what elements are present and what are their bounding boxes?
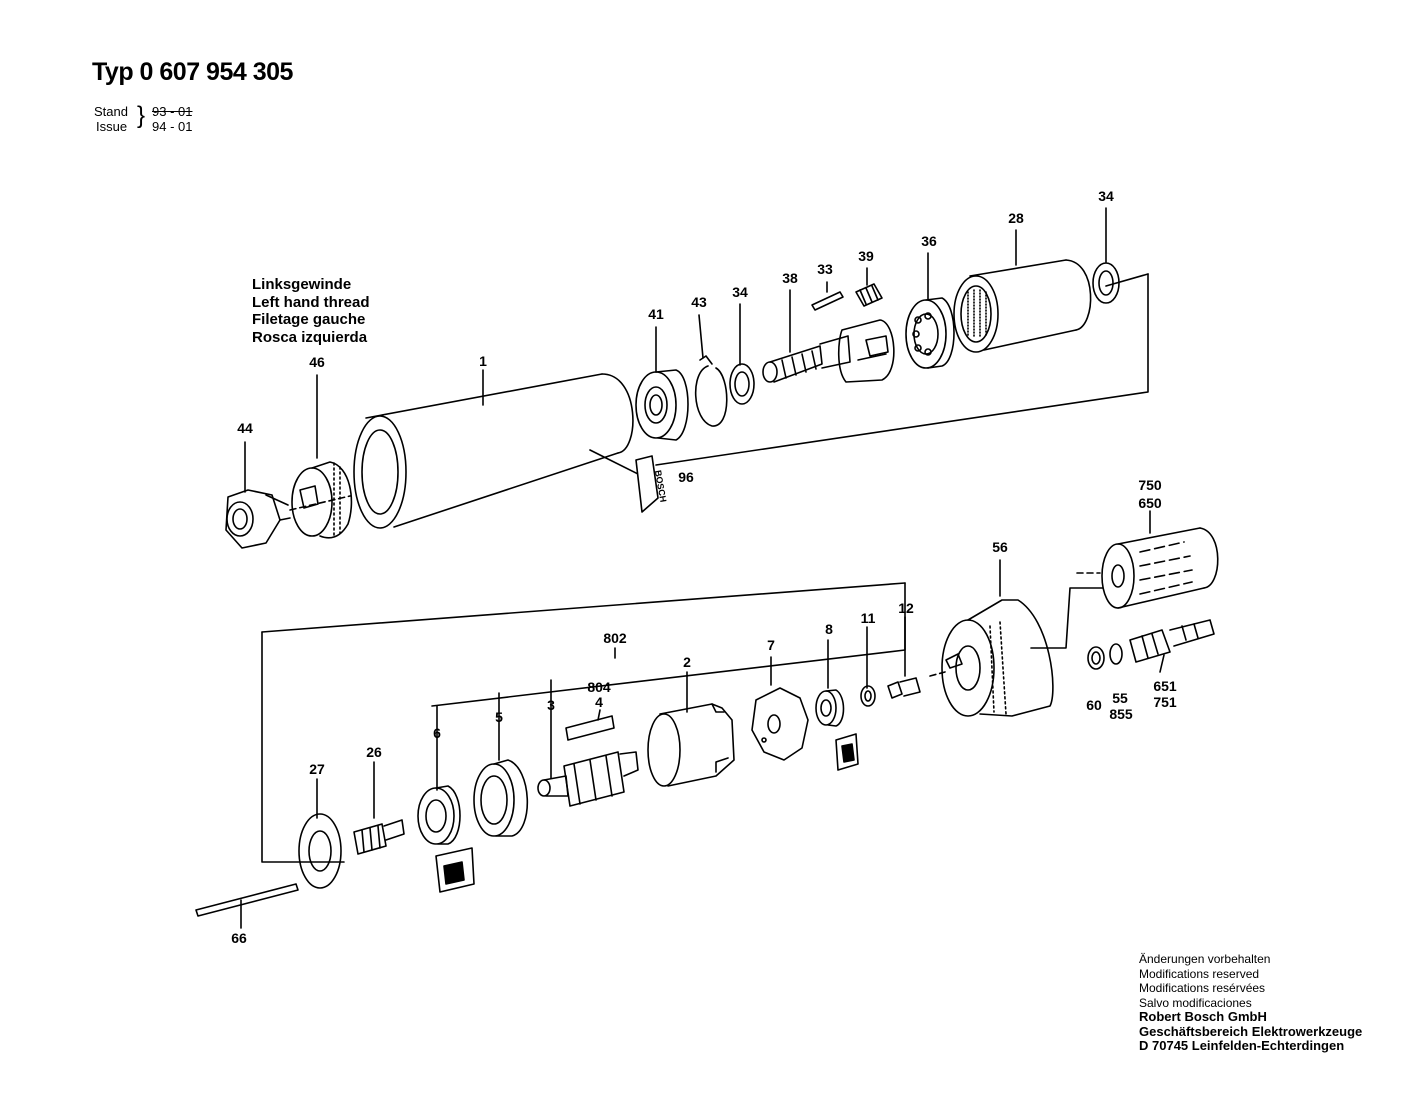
part-60-seal	[1087, 646, 1105, 670]
part-8-bearing	[815, 689, 859, 771]
footer-notice: Änderungen vorbehalten Modifications res…	[1139, 952, 1362, 1054]
part-2-cylinder	[647, 703, 735, 787]
stand-value: 93 - 01	[152, 104, 193, 119]
label-4: 4	[595, 694, 603, 710]
part-33-pin	[811, 291, 844, 311]
part-651-nipple	[1129, 619, 1215, 663]
part-39-gear	[855, 283, 883, 307]
label-5: 5	[495, 709, 503, 725]
label-60: 60	[1086, 697, 1102, 713]
part-1-housing	[353, 373, 634, 529]
part-28-sleeve	[953, 259, 1092, 353]
assembly-frame-upper	[655, 273, 1149, 466]
part-11-washer	[860, 685, 876, 707]
footer-line-fr: Modifications resérvées	[1139, 981, 1266, 995]
label-28: 28	[1008, 210, 1024, 226]
issue-value: 94 - 01	[152, 119, 193, 134]
label-46: 46	[309, 354, 325, 370]
part-labels: 1 46 44 41 43 34 38 33 39 36 28 34 96 75…	[231, 188, 1177, 946]
part-12-bolt	[887, 677, 921, 699]
axis-line-a	[289, 495, 351, 511]
label-66: 66	[231, 930, 247, 946]
footer-address: D 70745 Leinfelden-Echterdingen	[1139, 1038, 1345, 1053]
footer-line-de: Änderungen vorbehalten	[1139, 952, 1271, 966]
label-855: 855	[1109, 706, 1133, 722]
label-36: 36	[921, 233, 937, 249]
part-4-vane	[565, 715, 615, 741]
page-title: Typ 0 607 954 305	[92, 58, 293, 86]
leader-43	[698, 314, 704, 359]
leader-4	[597, 709, 601, 721]
part-34b-washer	[1092, 262, 1120, 304]
label-56: 56	[992, 539, 1008, 555]
label-1: 1	[479, 353, 487, 369]
label-44: 44	[237, 420, 253, 436]
footer-company: Robert Bosch GmbH	[1139, 1009, 1267, 1024]
label-11: 11	[861, 610, 876, 626]
filter-bracket	[1030, 587, 1104, 649]
label-39: 39	[858, 248, 874, 264]
label-26: 26	[366, 744, 382, 760]
label-43: 43	[691, 294, 707, 310]
part-66-rod	[195, 883, 299, 917]
part-96-label	[635, 455, 659, 513]
part-26-pinion	[353, 819, 405, 855]
assembly-boundary-top-edge	[261, 582, 906, 633]
label-34a: 34	[732, 284, 748, 300]
part-6-bearing	[417, 785, 475, 893]
label-804: 804	[587, 679, 611, 695]
label-12: 12	[898, 600, 914, 616]
label-6: 6	[433, 725, 441, 741]
part-36-bearing	[905, 297, 955, 369]
label-750: 750	[1138, 477, 1162, 493]
part-38-spindle	[762, 319, 895, 383]
thread-note-de: Linksgewinde	[252, 276, 352, 293]
label-55: 55	[1112, 690, 1128, 706]
footer-line-es: Salvo modificaciones	[1139, 995, 1252, 1010]
label-2: 2	[683, 654, 691, 670]
label-751: 751	[1153, 694, 1177, 710]
part-5-ring	[473, 759, 529, 837]
part-41-bearing	[635, 369, 689, 441]
label-38: 38	[782, 270, 798, 286]
thread-note-en: Left hand thread	[252, 293, 370, 311]
part-34a-washer	[729, 363, 755, 405]
footer-line-en: Modifications reserved	[1139, 966, 1260, 981]
part-7-endplate	[751, 687, 809, 761]
stand-label: Stand	[94, 104, 128, 119]
part-750-silencer	[1101, 527, 1219, 609]
label-651: 651	[1153, 678, 1177, 694]
footer-division: Geschäftsbereich Elektrowerkzeuge	[1139, 1023, 1363, 1039]
label-27: 27	[309, 761, 325, 777]
issue-label: Issue	[96, 119, 128, 134]
part-56-endcap	[941, 599, 1054, 717]
part-43-circlip	[694, 355, 728, 427]
label-96: 96	[678, 469, 694, 485]
label-650: 650	[1138, 495, 1162, 511]
part-46-ring	[291, 461, 353, 539]
leader-651-751	[1159, 654, 1165, 673]
part-27-washer	[298, 813, 342, 889]
label-3: 3	[547, 697, 555, 713]
label-34b: 34	[1098, 188, 1114, 204]
thread-note-es: Rosca izquierda	[252, 328, 368, 346]
part-44-nut	[225, 489, 291, 549]
thread-note: Linksgewinde Left hand thread Filetage g…	[252, 276, 370, 346]
label-8: 8	[825, 621, 833, 637]
header-brace: }	[137, 102, 146, 129]
label-41: 41	[648, 306, 664, 322]
label-33: 33	[817, 261, 833, 277]
label-802: 802	[603, 630, 627, 646]
thread-note-fr: Filetage gauche	[252, 311, 366, 328]
assembly-boundary-top	[261, 631, 345, 863]
part-3-rotor	[537, 751, 639, 807]
label-7: 7	[767, 637, 775, 653]
part-55-ring	[1109, 643, 1123, 665]
